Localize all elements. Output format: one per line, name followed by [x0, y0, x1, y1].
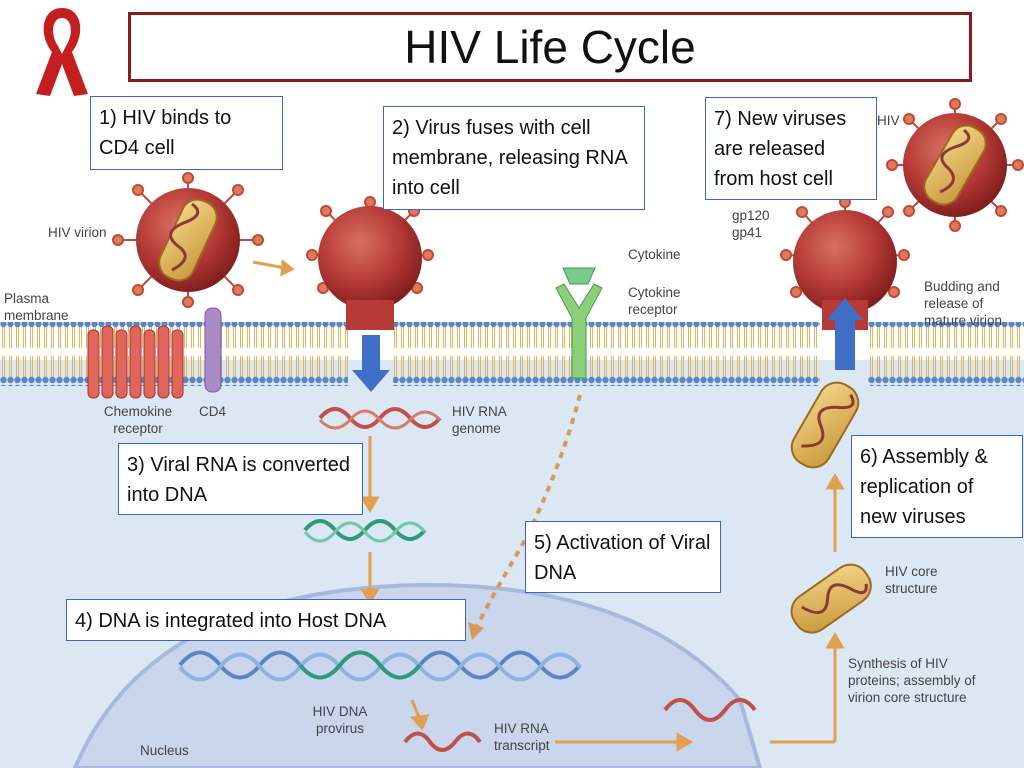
- chemokine-receptor-shape: [87, 325, 184, 399]
- plasma-membrane-label: Plasma membrane: [4, 291, 69, 323]
- cytokine-receptor-shape: [555, 267, 603, 379]
- gp120-label: gp120: [732, 208, 770, 223]
- step-4-callout: 4) DNA is integrated into Host DNA: [66, 599, 466, 641]
- cd4-receptor: [204, 307, 222, 393]
- hiv-virion-label: HIV virion: [48, 225, 107, 240]
- step-3-callout: 3) Viral RNA is converted into DNA: [118, 443, 363, 515]
- chemokine-receptor-label: Chemokine receptor: [103, 404, 173, 436]
- nucleus-label: Nucleus: [140, 743, 189, 758]
- hiv-rna-genome-label: HIV RNA genome: [452, 404, 507, 436]
- cytokine-shape: [562, 267, 596, 285]
- assembled-core: [790, 381, 860, 469]
- step-1-callout: 1) HIV binds to CD4 cell: [90, 96, 283, 170]
- synthesis-assembly-label: Synthesis of HIV proteins; assembly of v…: [848, 656, 976, 705]
- hiv-rna-transcript-strand: [403, 731, 482, 752]
- step-2-callout: 2) Virus fuses with cell membrane, relea…: [383, 106, 645, 210]
- hiv-virion-step1: [112, 172, 264, 308]
- cytokine-receptor-label: Cytokine receptor: [628, 285, 681, 317]
- fusing-virion: [306, 196, 434, 392]
- hiv-rna-genome-strand-2: [318, 409, 442, 430]
- slide-title: HIV Life Cycle: [404, 21, 696, 73]
- gp41-label: gp41: [732, 225, 763, 240]
- step-6-callout: 6) Assembly & replication of new viruses: [851, 435, 1023, 538]
- plasma-membrane: [0, 322, 1024, 386]
- viral-dna-helix: [303, 519, 427, 543]
- cd4-label: CD4: [199, 404, 227, 419]
- host-dna-helix: [178, 650, 582, 682]
- cytokine-signal-path: [473, 394, 582, 631]
- cytokine-signal-arrowhead: [468, 622, 484, 640]
- released-virion: [886, 98, 1024, 232]
- red-ribbon-icon: [36, 8, 88, 96]
- hiv-dna-provirus-label: HIV DNA provirus: [312, 704, 368, 736]
- slide-title-box: HIV Life Cycle: [128, 12, 972, 82]
- process-arrows: [252, 259, 845, 752]
- rna-transcript-strand-2: [663, 698, 757, 722]
- hiv-label: HIV: [877, 113, 900, 128]
- hiv-core-structure-shape: [790, 563, 872, 634]
- step-5-callout: 5) Activation of Viral DNA: [525, 521, 721, 593]
- step-7-callout: 7) New viruses are released from host ce…: [705, 97, 877, 200]
- hiv-rna-transcript-label: HIV RNA transcript: [494, 721, 550, 753]
- cytokine-label: Cytokine: [628, 247, 681, 262]
- budding-release-label: Budding and release of mature virion: [924, 279, 1003, 328]
- hiv-core-structure-label: HIV core structure: [885, 564, 938, 596]
